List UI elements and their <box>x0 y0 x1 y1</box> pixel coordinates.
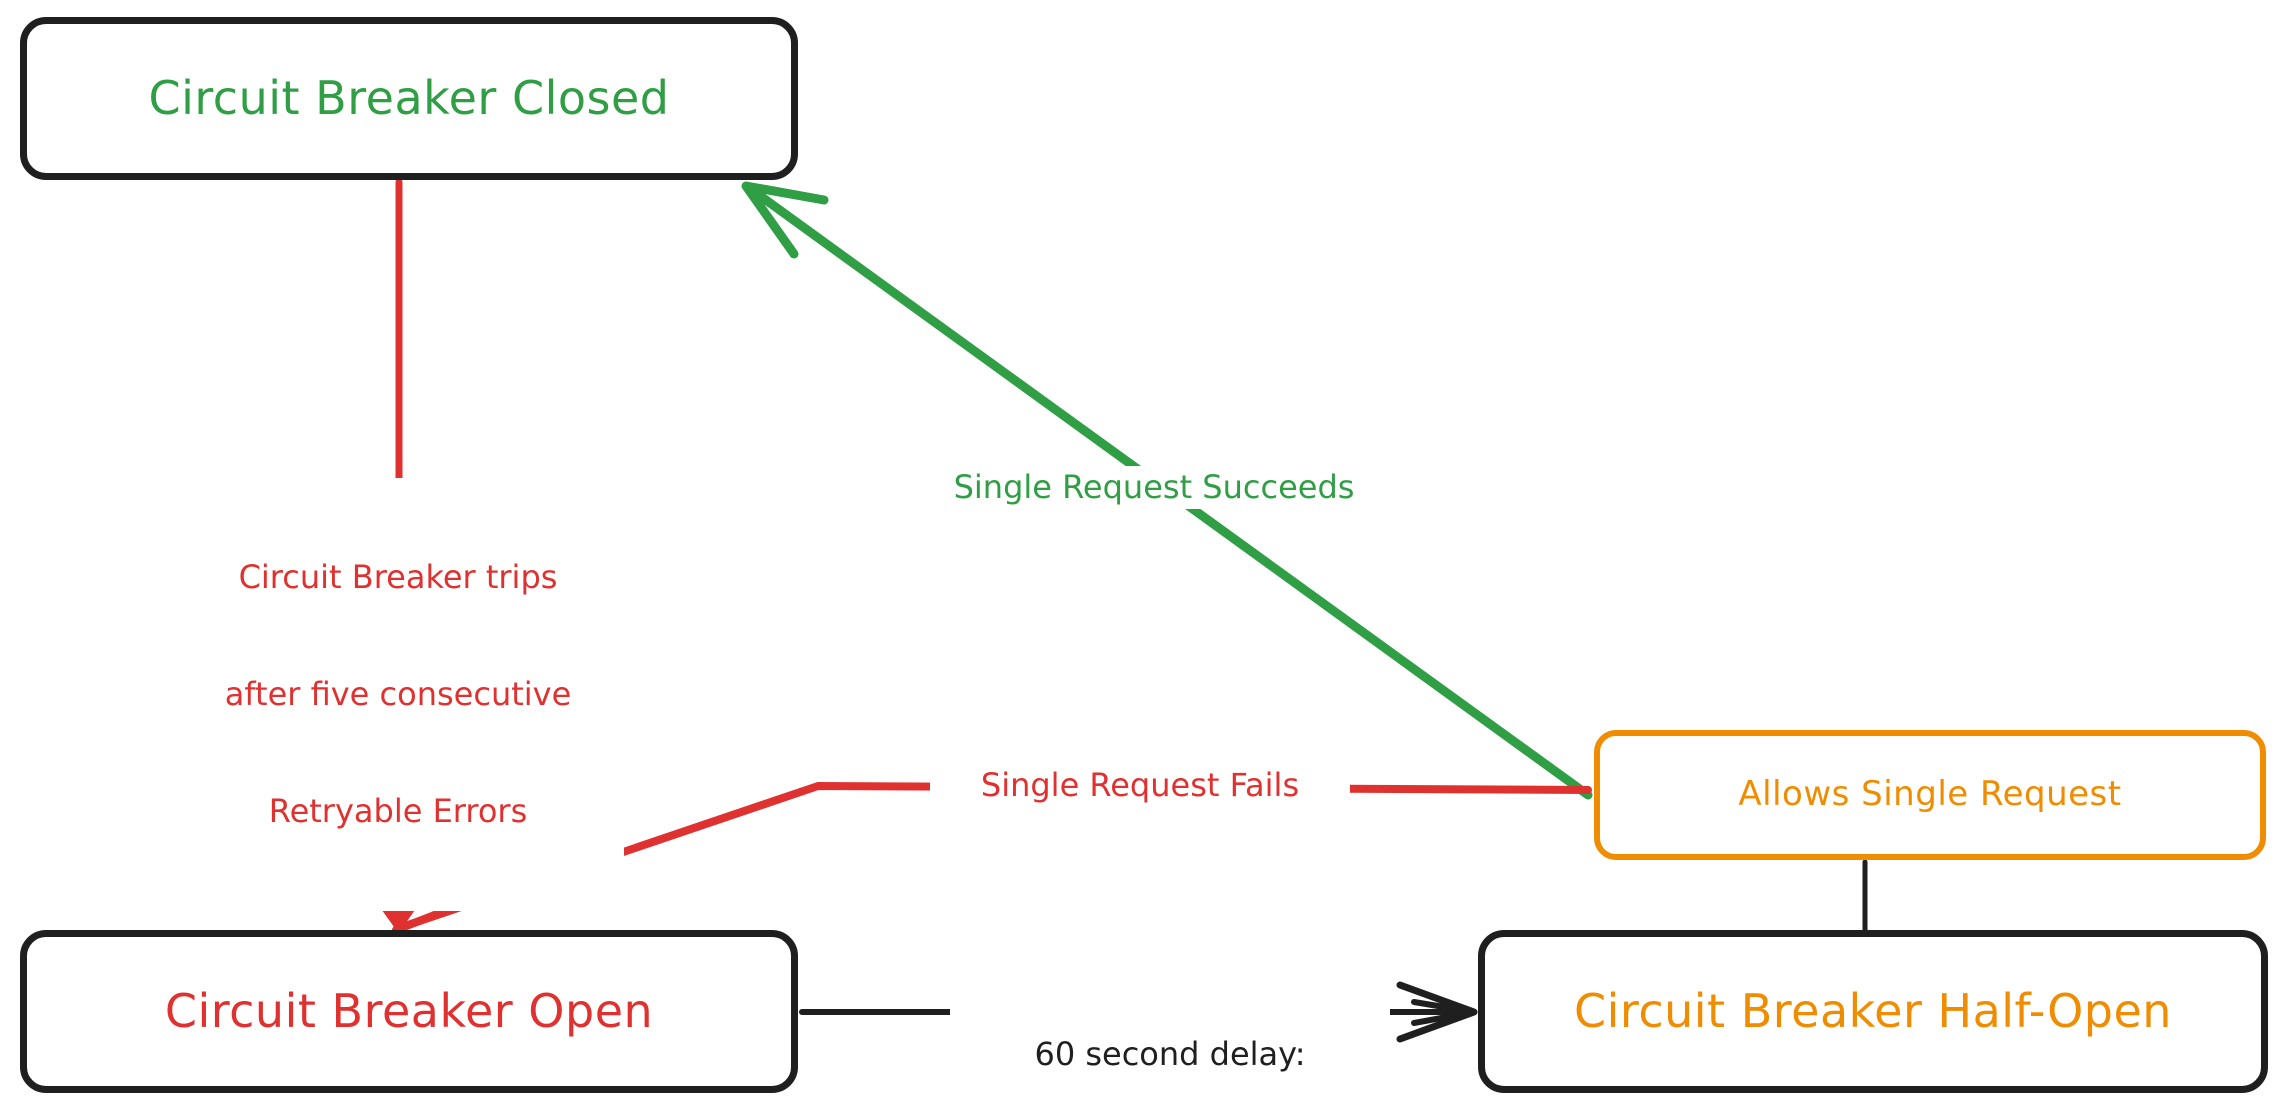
node-circuit-breaker-open[interactable]: Circuit Breaker Open <box>20 930 798 1093</box>
node-allows-single-request[interactable]: Allows Single Request <box>1594 730 2266 860</box>
edge-label-single-request-fails: Single Request Fails <box>930 764 1350 808</box>
node-label-allows-single-request: Allows Single Request <box>1738 774 2122 815</box>
edge-label-line-3: Retryable Errors <box>268 792 528 831</box>
node-circuit-breaker-closed[interactable]: Circuit Breaker Closed <box>20 17 798 180</box>
edge-label-line-1: 60 second delay: <box>1034 1035 1306 1074</box>
node-label-closed: Circuit Breaker Closed <box>148 71 670 126</box>
node-circuit-breaker-half-open[interactable]: Circuit Breaker Half-Open <box>1478 930 2268 1093</box>
edge-label-line-1: Circuit Breaker trips <box>238 558 558 597</box>
edge-label-open-to-half-open: 60 second delay: No requests allowed <box>950 955 1390 1107</box>
node-label-open: Circuit Breaker Open <box>164 984 654 1039</box>
node-label-half-open: Circuit Breaker Half-Open <box>1574 984 2172 1039</box>
edge-label-closed-to-open: Circuit Breaker trips after five consecu… <box>172 478 624 912</box>
edge-label-single-request-succeeds: Single Request Succeeds <box>908 466 1400 510</box>
edge-label-line-2: after five consecutive <box>224 675 572 714</box>
